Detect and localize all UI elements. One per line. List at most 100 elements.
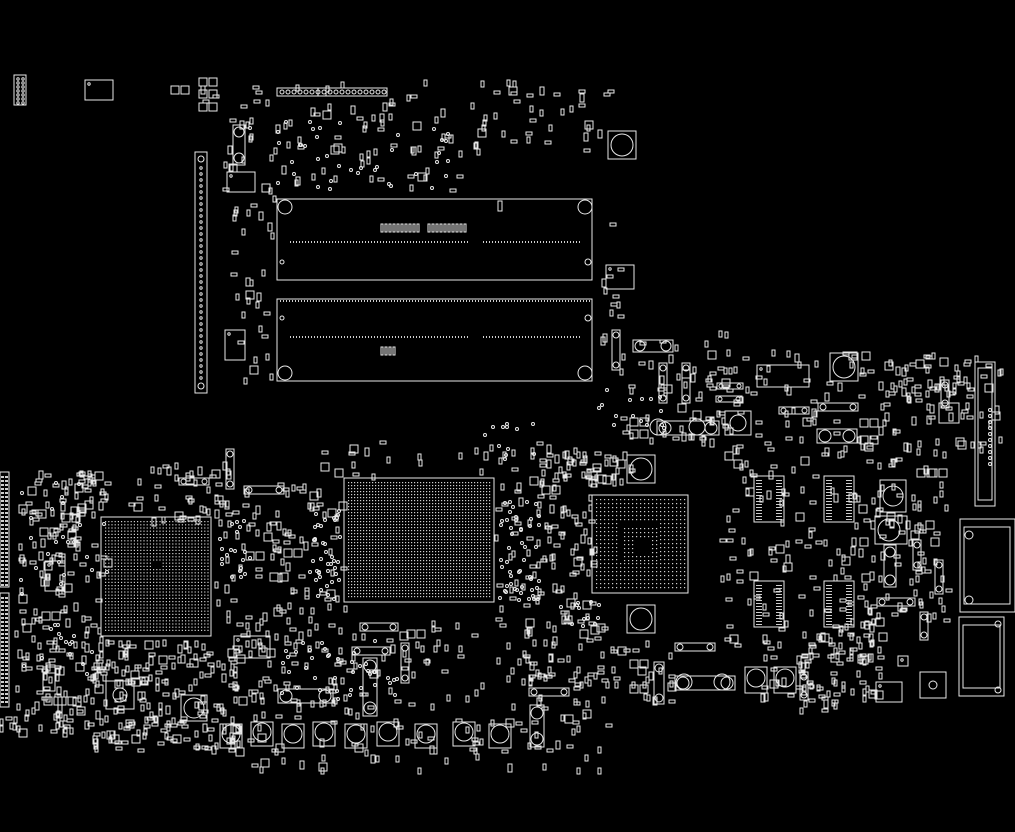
- left-edge-connector-upper[interactable]: [0, 471, 10, 588]
- bga-ball: [188, 565, 190, 567]
- smd-resistor: [480, 80, 485, 88]
- inductor-top-right[interactable]: [607, 130, 637, 160]
- bga-ball: [204, 549, 206, 551]
- bga-chip-left[interactable]: [100, 516, 212, 637]
- memory-chip-3[interactable]: [753, 580, 785, 628]
- inductor-right-bottom[interactable]: [919, 671, 947, 699]
- usb-port-lower[interactable]: [958, 616, 1005, 697]
- bga-chip-cpu[interactable]: [343, 477, 495, 603]
- bga-ball: [405, 503, 407, 505]
- dimm-pin: [540, 241, 541, 243]
- edge-pin: [1, 653, 4, 655]
- bga-ball: [438, 566, 440, 568]
- bga-ball: [429, 539, 431, 541]
- top-left-header[interactable]: [13, 74, 27, 106]
- memory-chip-4[interactable]: [823, 580, 855, 628]
- smd-resistor: [912, 503, 917, 511]
- bga-ball: [354, 554, 356, 556]
- inductor-right-mid[interactable]: [724, 410, 752, 436]
- bga-ball: [453, 488, 455, 490]
- bga-ball: [201, 530, 203, 532]
- smd-resistor: [933, 531, 941, 536]
- top-header-connector[interactable]: [276, 87, 388, 97]
- bga-ball: [360, 506, 362, 508]
- inductor-bga-right-lower[interactable]: [626, 604, 656, 634]
- bga-ball: [420, 518, 422, 520]
- dimm-pin: [398, 336, 399, 338]
- bga-ball: [363, 503, 365, 505]
- bga-ball: [354, 482, 356, 484]
- dimm-pin: [305, 241, 306, 243]
- bga-ball: [462, 593, 464, 595]
- dimm-pin: [322, 300, 323, 302]
- bga-ball: [680, 511, 682, 513]
- smd-resistor: [104, 481, 112, 486]
- bga-ball: [384, 527, 386, 529]
- inductor-mid-right[interactable]: [829, 352, 859, 382]
- bga-ball: [375, 512, 377, 514]
- bga-ball: [438, 518, 440, 520]
- bga-ball: [676, 559, 678, 561]
- bga-ball: [459, 572, 461, 574]
- usb-port-upper[interactable]: [959, 518, 1015, 613]
- bga-chip-right[interactable]: [591, 494, 689, 594]
- bga-ball: [105, 569, 107, 571]
- smd-resistor: [812, 418, 817, 426]
- chip-pin: [776, 492, 782, 493]
- bga-ball: [175, 623, 177, 625]
- bga-ball: [111, 553, 113, 555]
- smd-capacitor: [878, 426, 884, 436]
- smd-resistor: [755, 433, 763, 438]
- bga-ball: [384, 503, 386, 505]
- bga-ball: [354, 524, 356, 526]
- bga-ball: [408, 524, 410, 526]
- dimm-pin: [443, 336, 444, 338]
- bga-ball: [480, 506, 482, 508]
- dimm-slot-bottom[interactable]: [276, 298, 593, 382]
- bga-ball: [357, 551, 359, 553]
- bga-ball: [474, 545, 476, 547]
- left-edge-connector-lower[interactable]: [0, 592, 10, 708]
- bottom-capacitor-row[interactable]: [219, 418, 797, 749]
- connector-pin: [988, 444, 992, 448]
- bga-ball: [194, 559, 196, 561]
- bga-ball: [453, 530, 455, 532]
- bga-ball: [402, 488, 404, 490]
- smd-resistor: [871, 555, 876, 563]
- bga-ball: [652, 556, 654, 558]
- bga-ball: [489, 566, 491, 568]
- right-edge-connector-long[interactable]: [974, 361, 996, 507]
- bga-ball: [483, 518, 485, 520]
- dimm-pin: [409, 300, 410, 302]
- bga-ball: [181, 613, 183, 615]
- chip-pin: [826, 606, 832, 607]
- bga-ball: [137, 556, 139, 558]
- smd-resistor: [939, 490, 944, 498]
- bga-ball: [348, 593, 350, 595]
- chip-pin: [826, 501, 832, 502]
- bga-ball: [178, 543, 180, 545]
- dimm-slot-top[interactable]: [276, 198, 593, 281]
- bga-ball: [390, 482, 392, 484]
- bga-ball: [133, 549, 135, 551]
- bga-ball: [194, 588, 196, 590]
- bga-ball: [644, 515, 646, 517]
- dimm-pin: [416, 241, 417, 243]
- dimm-pin: [359, 241, 360, 243]
- bga-ball: [483, 503, 485, 505]
- vertical-ffc-connector[interactable]: [194, 151, 208, 394]
- smd-resistor: [32, 541, 37, 549]
- inductor-right-side[interactable]: [874, 479, 908, 545]
- bga-ball: [468, 533, 470, 535]
- smd-resistor: [313, 112, 321, 117]
- bga-ball: [207, 553, 209, 555]
- bga-ball: [604, 579, 606, 581]
- bga-ball: [483, 545, 485, 547]
- bga-ball: [600, 567, 602, 569]
- bga-ball: [444, 584, 446, 586]
- bga-ball: [188, 546, 190, 548]
- smd-resistor: [55, 667, 60, 675]
- bga-ball: [656, 503, 658, 505]
- bga-ball: [191, 527, 193, 529]
- smd-resistor: [21, 618, 26, 626]
